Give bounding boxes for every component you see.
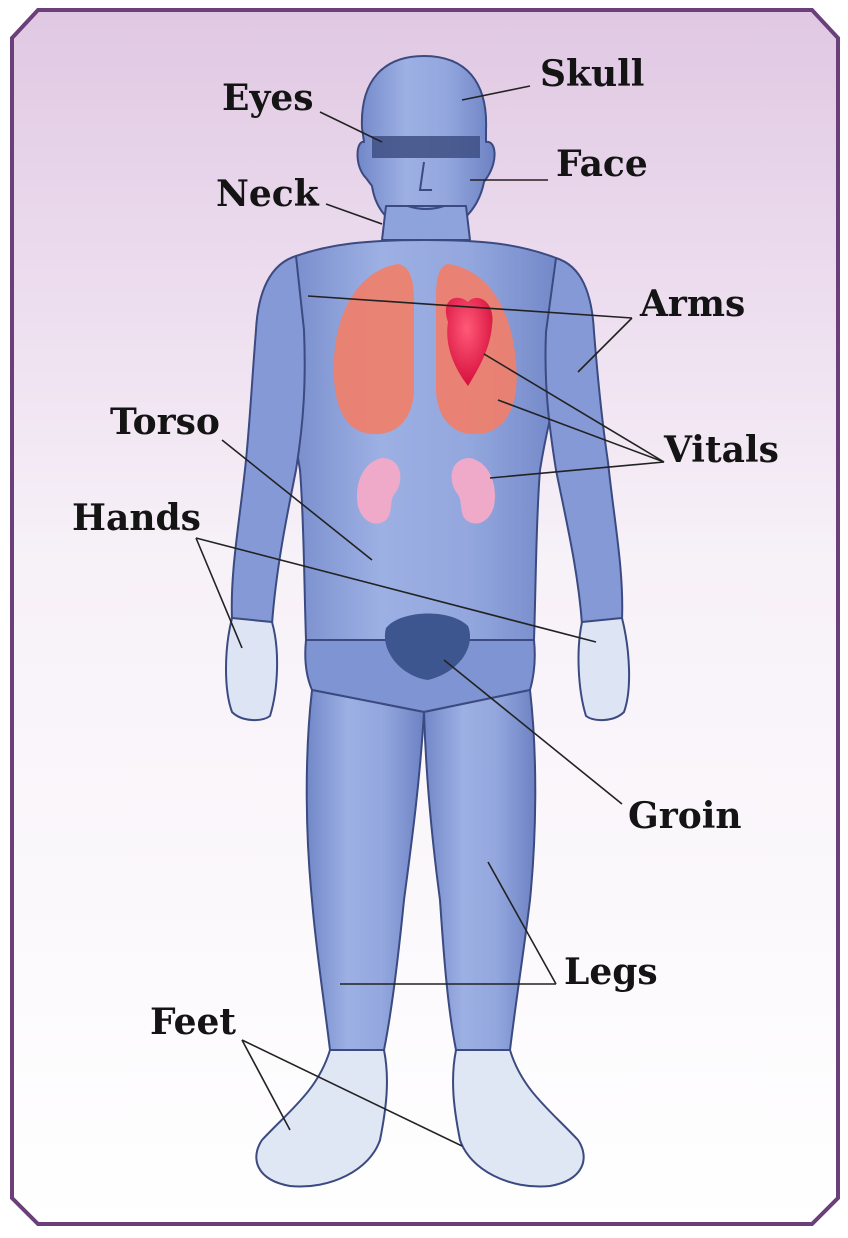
torso xyxy=(275,240,574,640)
label-legs: Legs xyxy=(564,954,658,990)
neck xyxy=(382,206,470,240)
label-face: Face xyxy=(556,146,648,182)
right-hand xyxy=(579,618,630,720)
label-feet: Feet xyxy=(150,1004,236,1040)
label-skull: Skull xyxy=(540,56,644,92)
label-torso: Torso xyxy=(110,404,220,440)
label-arms: Arms xyxy=(640,286,745,322)
eye-bar xyxy=(372,136,480,158)
label-groin: Groin xyxy=(628,798,742,834)
left-hand xyxy=(226,618,277,720)
label-eyes: Eyes xyxy=(222,80,314,116)
label-neck: Neck xyxy=(216,176,319,212)
label-hands: Hands xyxy=(72,500,201,536)
label-vitals: Vitals xyxy=(664,432,779,468)
